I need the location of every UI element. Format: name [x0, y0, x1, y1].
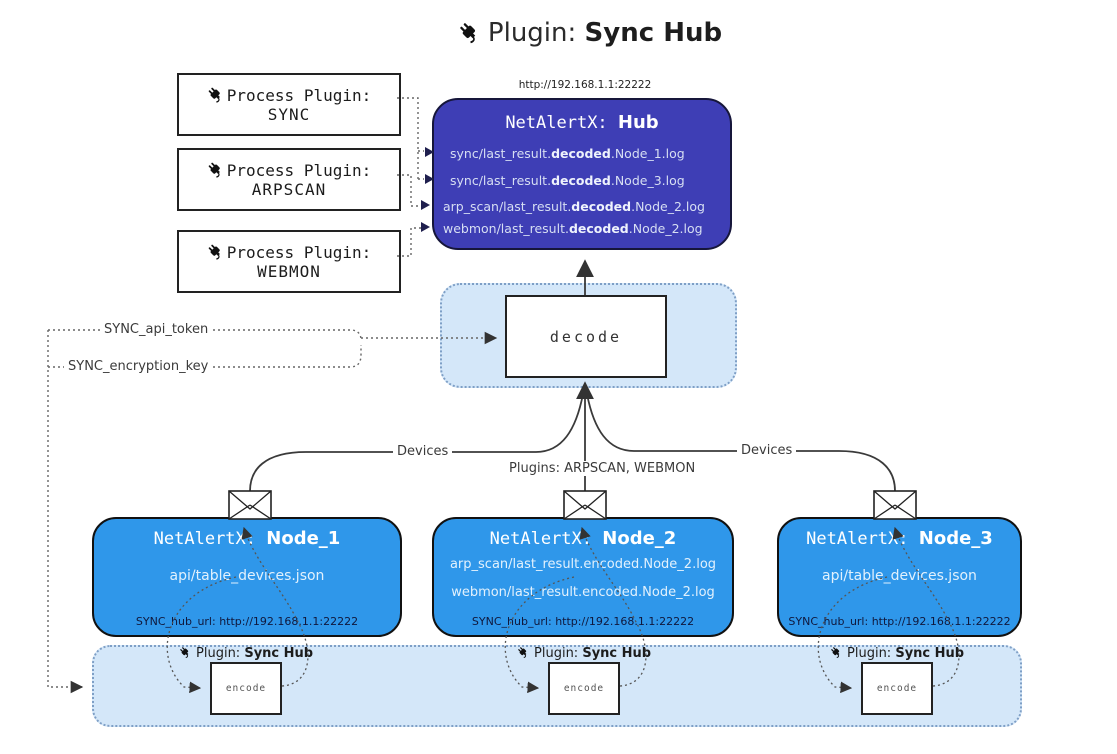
devices-label-left: Devices [393, 444, 453, 459]
node-hub-url: SYNC_hub_url: http://192.168.1.1:22222 [135, 615, 359, 628]
node-title: NetAlertX: Node_3 [806, 528, 993, 549]
node-file: api/table_devices.json [822, 568, 977, 584]
node-hub-url: SYNC_hub_url: http://192.168.1.1:22222 [788, 615, 1011, 628]
process-plugin-name: WEBMON [257, 261, 321, 281]
plug-icon [178, 646, 191, 659]
node-box-node-3: NetAlertX: Node_3 api/table_devices.json… [777, 517, 1022, 637]
page-title: Plugin: Sync Hub [380, 18, 800, 48]
hub-url: http://192.168.1.1:22222 [518, 79, 652, 91]
encode-group-label: Plugin: Sync Hub [166, 646, 326, 661]
plug-icon [457, 21, 481, 45]
plugins-label-center: Plugins: ARPSCAN, WEBMON [505, 461, 700, 476]
sync-api-token-label: SYNC_api_token [100, 322, 213, 337]
node-box-node-2: NetAlertX: Node_2 arp_scan/last_result.e… [432, 517, 734, 637]
hub-log-line: webmon/last_result.decoded.Node_2.log [443, 221, 703, 236]
process-plugin-box-webmon: Process Plugin: WEBMON [177, 230, 401, 293]
envelope-icon [228, 490, 272, 520]
node-hub-url: SYNC_hub_url: http://192.168.1.1:22222 [471, 615, 695, 628]
hub-box: NetAlertX: Hub sync/last_result.decoded.… [432, 98, 732, 250]
process-plugin-name: SYNC [267, 104, 311, 124]
node-file: api/table_devices.json [169, 568, 325, 584]
hub-log-line: sync/last_result.decoded.Node_3.log [450, 173, 685, 188]
plug-icon [516, 646, 529, 659]
envelope-icon [873, 490, 917, 520]
decode-label: decode [549, 327, 623, 346]
plugin-to-hub-lines [397, 97, 424, 257]
decode-box: decode [505, 295, 667, 378]
encode-group-label: Plugin: Sync Hub [817, 646, 977, 661]
process-plugin-label: Process Plugin: [226, 242, 372, 262]
envelope-icon [563, 490, 607, 520]
plug-icon [206, 86, 224, 104]
encode-box: encode [210, 662, 282, 715]
process-plugin-box-arpscan: Process Plugin: ARPSCAN [177, 148, 401, 211]
hub-title: NetAlertX: Hub [434, 112, 730, 133]
title-name: Sync Hub [584, 18, 723, 48]
node-file: arp_scan/last_result.encoded.Node_2.log [449, 557, 717, 572]
hub-title-name: Hub [617, 112, 659, 133]
plug-icon [829, 646, 842, 659]
node-file: webmon/last_result.encoded.Node_2.log [451, 585, 715, 600]
process-plugin-label: Process Plugin: [226, 85, 372, 105]
process-plugin-name: ARPSCAN [251, 179, 327, 199]
node-box-node-1: NetAlertX: Node_1 api/table_devices.json… [92, 517, 402, 637]
encode-box: encode [548, 662, 620, 715]
node-title: NetAlertX: Node_2 [489, 528, 677, 549]
process-plugin-box-sync: Process Plugin: SYNC [177, 73, 401, 136]
encode-box: encode [861, 662, 933, 715]
plug-icon [206, 243, 224, 261]
sync-encryption-key-label: SYNC_encryption_key [64, 359, 213, 374]
hub-log-line: sync/last_result.decoded.Node_1.log [450, 146, 685, 161]
encode-group-label: Plugin: Sync Hub [504, 646, 664, 661]
hub-title-prefix: NetAlertX: [505, 113, 608, 133]
hub-log-line: arp_scan/last_result.decoded.Node_2.log [443, 199, 705, 214]
node-title: NetAlertX: Node_1 [153, 528, 341, 549]
process-plugin-label: Process Plugin: [226, 160, 372, 180]
envelope-icons [228, 490, 917, 520]
plug-icon [206, 161, 224, 179]
title-prefix: Plugin: [487, 18, 577, 48]
devices-label-right: Devices [737, 443, 797, 458]
